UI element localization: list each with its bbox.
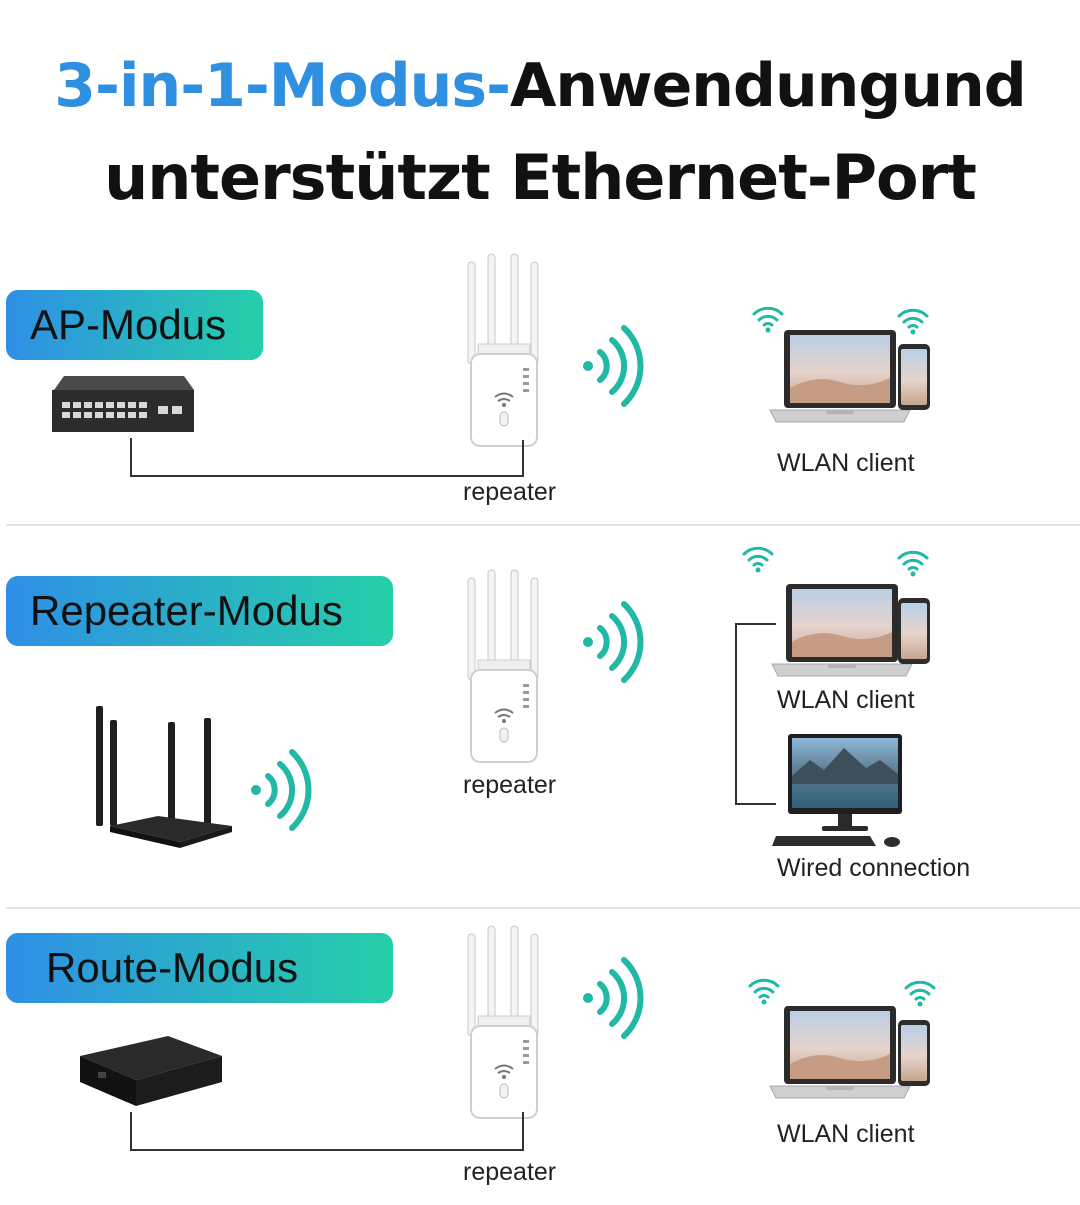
wifi-router-icon xyxy=(96,706,232,848)
client-label-wlan: WLAN client xyxy=(777,686,915,714)
repeater-label-route: repeater xyxy=(463,1158,557,1186)
title-line2: unterstützt Ethernet-Port xyxy=(104,141,977,214)
section-divider xyxy=(6,907,1080,909)
repeater-label-ap: repeater xyxy=(463,478,557,506)
network-switch-icon xyxy=(52,376,194,432)
section-divider xyxy=(6,524,1080,526)
repeater-label-repeater: repeater xyxy=(463,771,557,799)
set-top-box-icon xyxy=(80,1036,222,1106)
badge-route-mode: Route-Modus xyxy=(6,933,393,1003)
badge-repeater-mode: Repeater-Modus xyxy=(6,576,393,646)
client-label-ap: WLAN client xyxy=(777,449,915,477)
badge-ap-mode: AP-Modus xyxy=(6,290,263,360)
desktop-pc-icon xyxy=(772,734,902,847)
wifi-icon xyxy=(904,980,936,1008)
title-highlight: 3-in-1-Modus- xyxy=(54,51,511,121)
smartphone-icon xyxy=(898,1020,930,1086)
laptop-icon xyxy=(769,1005,911,1099)
page-title: 3-in-1-Modus-Anwendungund unterstützt Et… xyxy=(0,40,1080,224)
client-label-route: WLAN client xyxy=(777,1120,915,1148)
title-line1-rest: Anwendungund xyxy=(510,51,1027,121)
client-label-wired: Wired connection xyxy=(777,854,971,882)
